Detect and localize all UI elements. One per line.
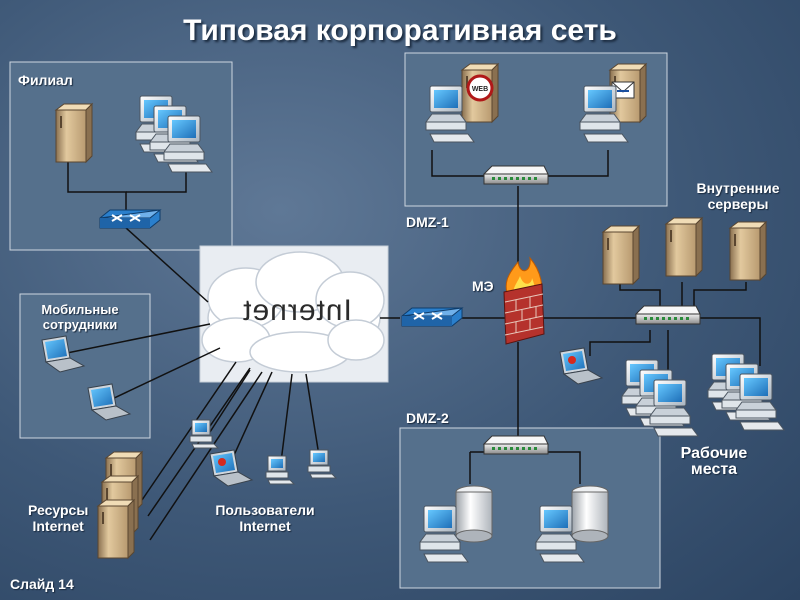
internet-users-label: Пользователи Internet — [215, 502, 315, 534]
dmz1-label: DMZ-1 — [406, 214, 449, 230]
internet-cloud-icon — [201, 251, 385, 373]
branch-router-icon — [99, 209, 161, 229]
dmz1-hub-icon — [483, 165, 549, 185]
internal-server-2-icon — [665, 217, 703, 277]
internet-user-4-icon — [307, 449, 337, 479]
mail-server-icon — [579, 63, 647, 143]
internet-user-1-icon — [189, 419, 219, 449]
dmz2-db-server-1-icon — [419, 485, 493, 563]
internet-cloud-label: Internet — [242, 294, 352, 327]
dmz2-hub-icon — [483, 435, 549, 455]
slide-title: Типовая корпоративная сеть — [183, 14, 617, 47]
workstations-group-2-icon — [708, 354, 784, 430]
dmz2-label: DMZ-2 — [406, 410, 449, 426]
internet-user-3-icon — [265, 455, 295, 485]
admin-laptop-icon — [559, 347, 603, 385]
edge-router-icon — [401, 307, 463, 327]
mobile-label: Мобильные сотрудники — [41, 302, 119, 332]
slide-number: Слайд 14 — [10, 576, 74, 592]
branch-server-icon — [55, 103, 93, 163]
internal-hub-icon — [635, 305, 701, 325]
internal-servers-label: Внутренние серверы — [696, 180, 780, 212]
internet-resource-server-3-icon — [97, 499, 135, 559]
workstations-label: Рабочие места — [680, 445, 748, 478]
internet-resources-label: Ресурсы Internet — [28, 502, 89, 534]
internet-user-2-icon — [209, 449, 253, 487]
firewall-icon — [503, 256, 545, 345]
dmz2-db-server-2-icon — [535, 485, 609, 563]
connection-lines — [61, 150, 761, 541]
firewall-label: МЭ — [472, 278, 494, 294]
web-server-icon: WEB — [425, 63, 499, 143]
branch-label: Филиал — [18, 72, 73, 88]
internal-server-1-icon — [602, 225, 640, 285]
workstations-group-1-icon — [622, 360, 698, 436]
svg-text:WEB: WEB — [472, 86, 488, 93]
internal-server-3-icon — [729, 221, 767, 281]
